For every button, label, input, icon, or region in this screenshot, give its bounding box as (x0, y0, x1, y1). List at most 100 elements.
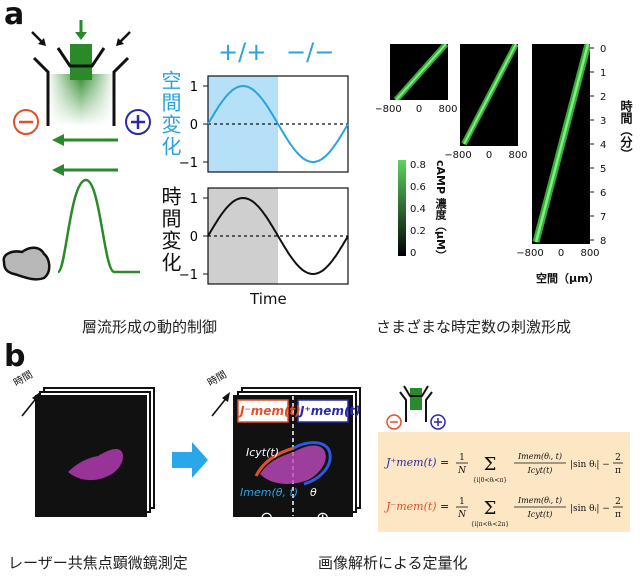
plus-sign: ⊕ (316, 508, 330, 527)
time-tick: 4 (600, 140, 606, 151)
temporal-plot: 1 0 −1 (179, 187, 349, 285)
colorbar-tick: 0.4 (410, 204, 426, 215)
analysis-stack (211, 387, 361, 517)
eq-frac-num: 1 (459, 497, 465, 507)
eq-plus-lhs: J⁺mem(t) (384, 456, 437, 469)
microscope-image (35, 395, 147, 517)
ytick: 1 (190, 192, 198, 207)
caption-a-right: さまざまな時定数の刺激形成 (376, 318, 572, 336)
jmem-plus-label: J⁺mem(t) (300, 404, 361, 418)
xtick: 800 (438, 104, 457, 115)
colorbar-tick: 0 (410, 248, 416, 259)
time-tick: 6 (600, 188, 606, 199)
panel-b-letter: b (4, 339, 26, 374)
time-tick: 0 (600, 44, 606, 55)
plus-circle-icon (125, 109, 151, 135)
center-inlet (70, 44, 92, 80)
ytick: 0 (190, 230, 198, 245)
left-arrow-icon (52, 134, 64, 146)
minus-sign: ⊖ (260, 508, 274, 527)
icyt-label: Icyt(t) (246, 446, 280, 459)
plus-phase-shade (208, 76, 278, 172)
eq-sin: |sin θᵢ| − (570, 504, 610, 514)
ytick: −1 (179, 268, 198, 283)
microscope-stack (21, 387, 155, 517)
colorbar-tick: 0.6 (410, 182, 426, 193)
eq-frac-num: 1 (459, 453, 465, 463)
cell-icon (2, 246, 51, 281)
time-arrow-icon (222, 392, 230, 402)
eq-frac-den: N (457, 466, 467, 476)
xtick: 0 (558, 248, 564, 259)
colorbar-tick: 0.8 (410, 160, 426, 171)
header-plus: +/+ (218, 38, 267, 66)
time-tick: 5 (600, 164, 606, 175)
eq-equals: = (440, 500, 449, 513)
time-tick: 2 (600, 92, 606, 103)
caption-b-left: レーザー共焦点顕微鏡測定 (8, 554, 188, 572)
theta-label: θ (310, 486, 317, 499)
space-axis-label: 空間（μm） (536, 272, 600, 285)
eq-minus-range: {i|π<θᵢ<2π} (471, 521, 509, 528)
left-arrow-icon (52, 164, 64, 176)
concentration-peak (56, 178, 140, 274)
kymograph-group: −800 0 800 −800 0 800 −800 0 800 0 1 2 3 4 5 6… (376, 44, 606, 259)
xtick: 0 (416, 104, 422, 115)
ytick: 0 (190, 118, 198, 133)
xtick: 800 (580, 248, 599, 259)
eq-frac-den: N (457, 510, 467, 520)
eq-sum: Σ (484, 454, 497, 475)
eq-sum: Σ (484, 498, 497, 519)
panel-a-letter: a (4, 0, 25, 32)
xtick: 0 (486, 150, 492, 161)
header-minus: −/− (286, 38, 335, 66)
spatial-sine-curve (207, 84, 349, 164)
time-tick: 3 (600, 116, 606, 127)
imem-label: Imem(θ, t) (240, 486, 299, 499)
xtick: −800 (444, 150, 471, 161)
colorbar-label: cAMP 濃度（μM） (434, 160, 447, 261)
eq-two: 2 (615, 497, 621, 507)
xtick: 800 (508, 150, 527, 161)
time-tick: 7 (600, 212, 606, 223)
time-tick: 1 (600, 68, 606, 79)
time-tick: 8 (600, 236, 606, 247)
minus-circle-icon (13, 109, 39, 135)
eq-sin: |sin θᵢ| − (570, 460, 610, 470)
time-arrow-icon (32, 392, 40, 402)
time-axis-label: 時間（分） (619, 100, 633, 160)
jmem-minus-label: J⁻mem(t) (240, 404, 301, 418)
eq-ratio-num: Imem(θᵢ, t) (517, 496, 562, 505)
eq-two: 2 (615, 453, 621, 463)
time-xlabel: Time (250, 290, 287, 308)
colorbar (398, 160, 406, 256)
caption-b-right: 画像解析による定量化 (318, 554, 468, 572)
eq-ratio-den: Icyt(t) (527, 466, 553, 475)
eq-ratio-den: Icyt(t) (527, 510, 553, 519)
side-inflow-arrow-icon (38, 38, 46, 46)
temporal-sine-curve (207, 196, 349, 276)
ytick: 1 (190, 80, 198, 95)
side-inflow-arrow-icon (116, 38, 124, 46)
plus-phase-shade (208, 188, 278, 284)
temporal-change-label: 時間変化 (158, 186, 182, 274)
eq-minus-lhs: J⁻mem(t) (384, 500, 437, 513)
eq-pi: π (615, 466, 621, 476)
device-mini-icon (386, 385, 446, 430)
equation-box (378, 432, 630, 532)
eq-pi: π (615, 510, 621, 520)
eq-equals: = (440, 456, 449, 469)
xtick: −800 (376, 104, 402, 115)
ytick: −1 (179, 156, 198, 171)
spatial-plot: 1 0 −1 (179, 75, 349, 173)
xtick: −800 (516, 248, 543, 259)
eq-plus-range: {i|0<θᵢ<π} (473, 477, 507, 484)
colorbar-tick: 0.2 (410, 226, 426, 237)
caption-a-left: 層流形成の動的制御 (82, 318, 218, 336)
device-schematic (2, 20, 151, 281)
equations: J⁺mem(t) = 1 N Σ {i|0<θᵢ<π} Imem(θᵢ, t) … (384, 452, 623, 528)
inflow-arrow-icon (75, 32, 87, 40)
eq-ratio-num: Imem(θᵢ, t) (517, 452, 562, 461)
process-arrow-icon (172, 442, 208, 478)
spatial-change-label: 空間変化 (158, 70, 182, 158)
